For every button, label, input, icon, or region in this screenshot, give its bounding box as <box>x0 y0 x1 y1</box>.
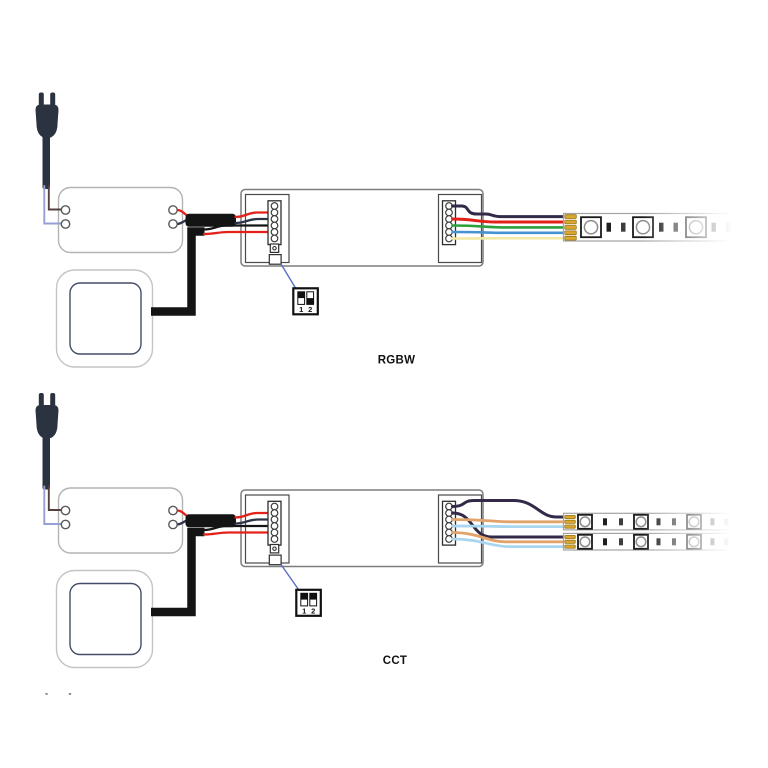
rgbw-output-wires <box>451 204 568 240</box>
dip-switch-2 <box>309 592 318 607</box>
controller-input-section <box>244 193 290 264</box>
psu-output <box>176 208 273 227</box>
dip-label-2: 2 <box>311 607 315 616</box>
plug-body <box>35 104 59 138</box>
psu-terminal <box>168 219 178 229</box>
controller-input-terminal-block <box>267 200 282 246</box>
power-and-controller-assembly <box>35 92 484 368</box>
led-chip <box>577 533 593 550</box>
rgbw-diagram-label: RGBW <box>378 355 416 367</box>
cct-diagram-label: CCT <box>383 655 408 667</box>
switch-cable-assembly <box>151 224 273 316</box>
cct-dip-detail: 1 2 <box>280 564 322 617</box>
led-chip <box>577 513 593 530</box>
cropped-text-fragment: - - <box>45 689 81 699</box>
strip-fadeout <box>642 210 748 245</box>
rgbw-led-strip <box>562 210 748 245</box>
controller-output-section <box>437 193 483 264</box>
dip-label-2: 2 <box>308 305 312 314</box>
dip-switch-bank <box>268 254 282 265</box>
switch-cable <box>151 227 205 316</box>
pointer-line <box>280 564 300 590</box>
plug-prong <box>38 92 44 107</box>
wall-switch <box>55 269 154 368</box>
pairing-button <box>269 243 280 253</box>
rgbw-dip-detail: 1 2 <box>280 263 319 316</box>
dip-label-1: 1 <box>299 305 303 314</box>
psu-output-cable <box>185 213 236 227</box>
power-supply-box <box>57 186 184 254</box>
solder-pads <box>564 515 576 529</box>
resistor <box>603 518 607 526</box>
wall-switch-button <box>69 282 142 355</box>
power-and-controller-assembly-cct <box>36 393 484 668</box>
solder-pads <box>564 214 577 241</box>
resistor <box>603 538 607 546</box>
dip-switch-1 <box>300 592 309 607</box>
strip-fadeout <box>642 509 748 553</box>
resistor <box>606 222 611 232</box>
power-plug-icon <box>35 92 59 189</box>
psu-terminal <box>168 205 178 215</box>
resistor <box>619 538 623 546</box>
psu-terminal <box>60 205 71 215</box>
solder-pads <box>564 535 576 549</box>
dip-switch-2 <box>306 291 315 305</box>
psu-terminal <box>60 219 71 229</box>
led-chip <box>580 216 602 239</box>
plug-cable <box>42 134 50 189</box>
pointer-line <box>280 263 297 289</box>
dip-switch-1 <box>297 291 306 305</box>
dip-detail-box <box>292 287 319 316</box>
plug-prong <box>50 92 56 107</box>
resistor <box>621 222 626 232</box>
resistor <box>619 518 623 526</box>
cct-output-wires <box>451 499 568 548</box>
dip-label-1: 1 <box>302 607 306 616</box>
dip-detail-box <box>295 588 322 617</box>
mains-input-wires <box>43 185 63 225</box>
